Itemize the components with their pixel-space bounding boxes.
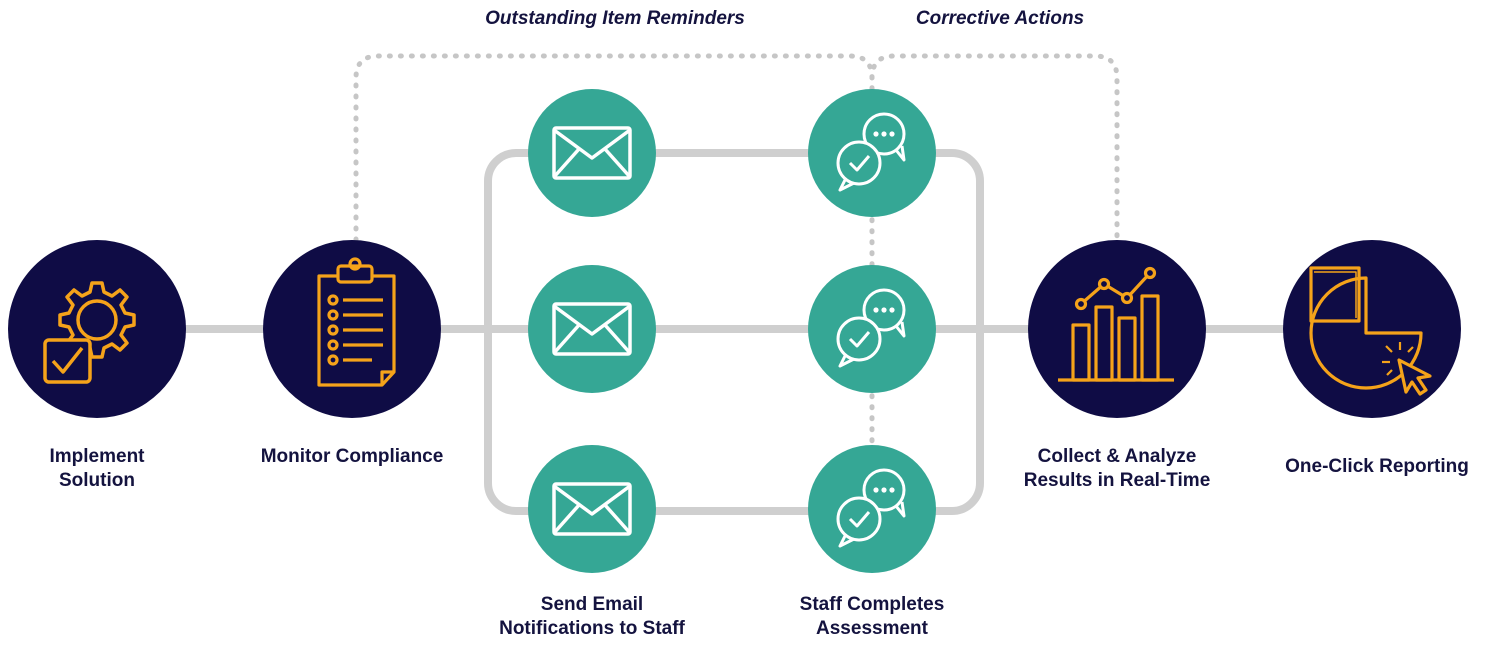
- chat-check-icon: [836, 112, 906, 192]
- email-node-top: [528, 89, 656, 217]
- outstanding-item-reminders-label: Outstanding Item Reminders: [485, 8, 745, 29]
- pie-chart-click-icon: [1309, 266, 1432, 396]
- chat-check-icon: [836, 288, 906, 368]
- assessment-node-middle: [808, 265, 936, 393]
- assessment-node-top: [808, 89, 936, 217]
- collect-analyze-node: [1028, 240, 1206, 418]
- gear-check-icon: [43, 281, 136, 384]
- chat-check-icon: [836, 468, 906, 548]
- email-node-bottom: [528, 445, 656, 573]
- monitor-compliance-label: Monitor Compliance: [260, 446, 444, 467]
- one-click-reporting-label: One-Click Reporting: [1285, 456, 1469, 477]
- send-email-label: Send Email Notifications to Staff: [499, 594, 685, 639]
- staff-completes-label: Staff Completes Assessment: [799, 594, 945, 639]
- email-node-middle: [528, 265, 656, 393]
- one-click-reporting-node: [1283, 240, 1461, 418]
- implement-solution-node: [8, 240, 186, 418]
- corrective-dotted-path: [869, 53, 1120, 253]
- envelope-icon: [552, 302, 632, 356]
- collect-analyze-label: Collect & Analyze Results in Real-Time: [1023, 446, 1211, 491]
- envelope-icon: [552, 482, 632, 536]
- clipboard-checklist-icon: [317, 257, 396, 387]
- monitor-compliance-node: [263, 240, 441, 418]
- reminder-dotted-path: [353, 53, 875, 473]
- envelope-icon: [552, 126, 632, 180]
- bar-chart-trend-icon: [1058, 266, 1174, 382]
- assessment-node-bottom: [808, 445, 936, 573]
- corrective-actions-label: Corrective Actions: [915, 8, 1085, 29]
- email-loop-frame: [484, 149, 984, 515]
- implement-solution-label: Implement Solution: [49, 446, 145, 491]
- feedback-paths: [353, 53, 1120, 473]
